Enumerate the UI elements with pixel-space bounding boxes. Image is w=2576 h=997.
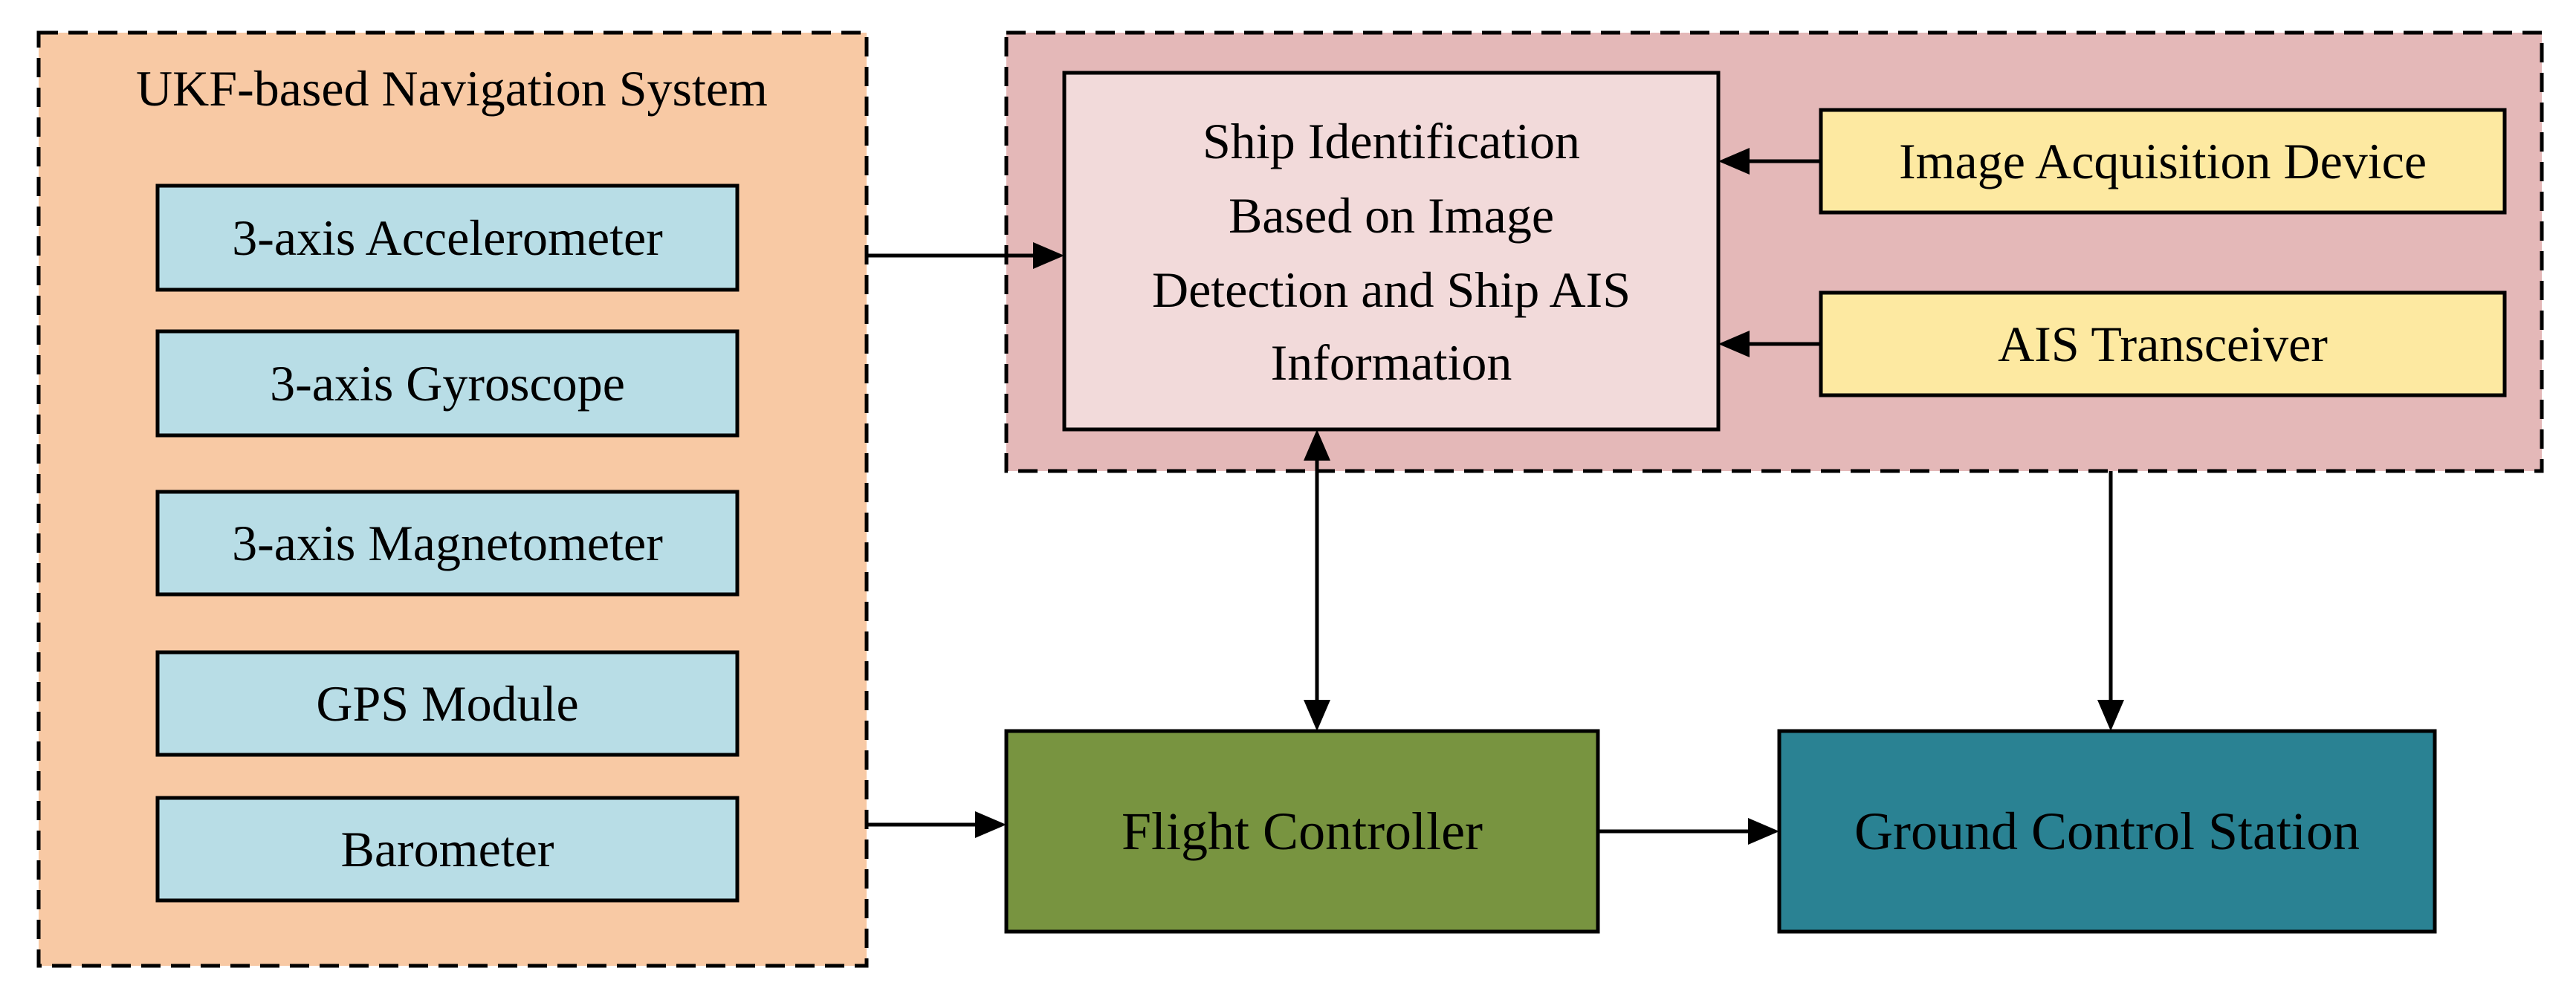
arrow-flight-controller-to-ground-station [1598, 818, 1779, 845]
sensor-label-accelerometer: 3-axis Accelerometer [232, 210, 663, 266]
arrow-ship-id-flight-controller-bidirectional [1304, 429, 1330, 731]
ship-identification-box: Ship Identification Based on Image Detec… [1062, 71, 1721, 432]
sensor-label-gps: GPS Module [316, 675, 578, 732]
nav-system-title: UKF-based Navigation System [136, 60, 768, 117]
arrow-nav-to-ship-id [867, 242, 1064, 269]
ship-id-line-1: Ship Identification [1203, 113, 1580, 169]
arrow-nav-to-flight-controller [867, 811, 1006, 838]
ship-id-line-4: Information [1271, 334, 1512, 391]
arrow-ship-group-to-ground-station [2097, 471, 2124, 731]
sensor-box-gps: GPS Module [155, 650, 740, 757]
image-acquisition-label: Image Acquisition Device [1899, 133, 2427, 189]
flight-controller-label: Flight Controller [1122, 802, 1483, 861]
ship-id-line-3: Detection and Ship AIS [1152, 262, 1631, 318]
sensor-label-magnetometer: 3-axis Magnetometer [232, 515, 663, 571]
sensor-box-magnetometer: 3-axis Magnetometer [155, 490, 740, 597]
arrow-image-to-ship-id [1718, 148, 1821, 175]
sensor-box-gyroscope: 3-axis Gyroscope [155, 329, 740, 438]
ground-station-box: Ground Control Station [1777, 729, 2437, 934]
ground-station-label: Ground Control Station [1854, 802, 2360, 861]
arrow-ais-to-ship-id [1718, 331, 1821, 357]
image-acquisition-box: Image Acquisition Device [1819, 108, 2507, 215]
sensor-box-barometer: Barometer [155, 796, 740, 903]
sensor-label-gyroscope: 3-axis Gyroscope [270, 355, 625, 412]
sensor-label-barometer: Barometer [341, 821, 554, 877]
sensor-box-accelerometer: 3-axis Accelerometer [155, 184, 740, 292]
ship-id-line-2: Based on Image [1229, 187, 1554, 244]
ais-transceiver-label: AIS Transceiver [1998, 316, 2328, 372]
flight-controller-box: Flight Controller [1004, 729, 1600, 934]
ais-transceiver-box: AIS Transceiver [1819, 290, 2507, 397]
